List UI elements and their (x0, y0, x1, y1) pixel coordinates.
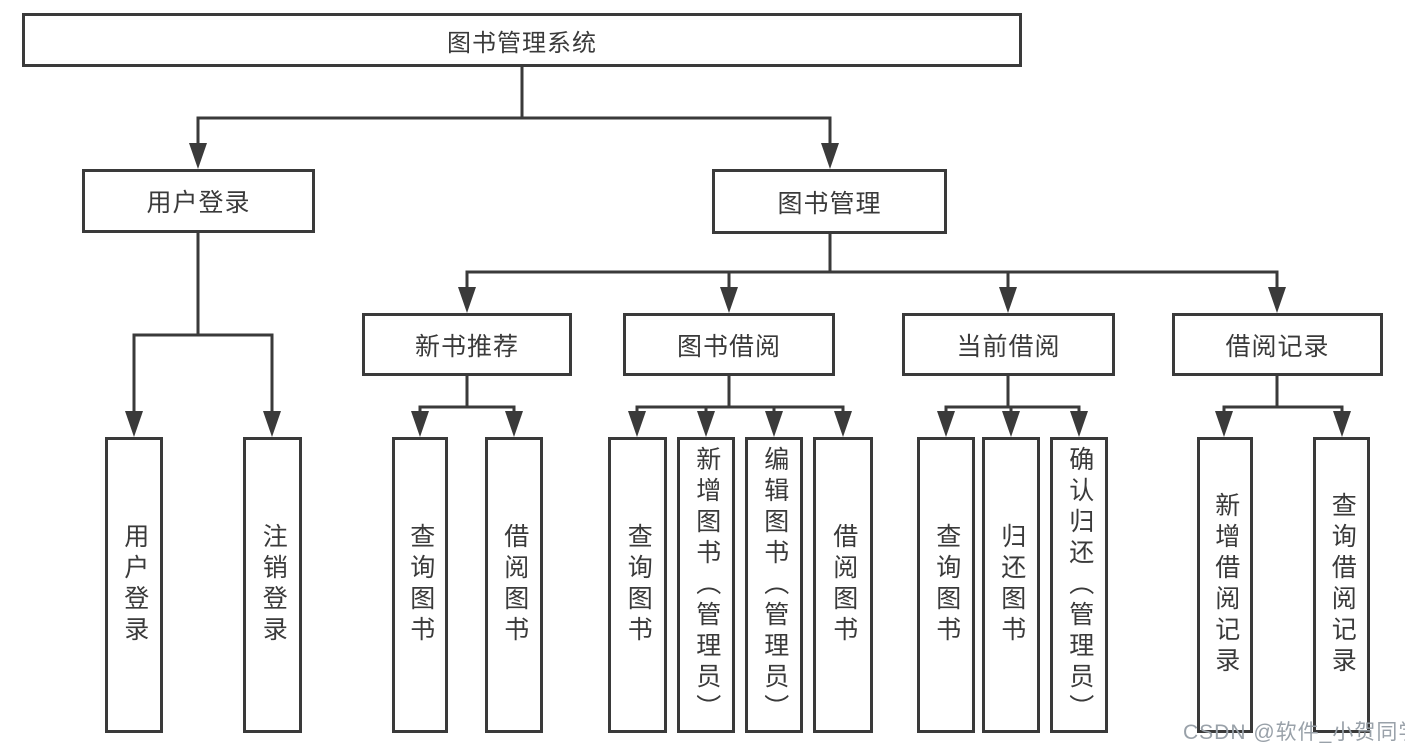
leaf-add-book-admin-label: 新增图书（管理员） (692, 445, 721, 725)
leaf-query-borrow-record-label: 查询借阅记录 (1328, 492, 1357, 678)
leaf-query-books-current: 查询图书 (917, 437, 975, 733)
watermark: CSDN @软件_小贺同学 (1183, 721, 1405, 744)
connector-borrow-records-children (1215, 374, 1351, 437)
connector-user-login-children (125, 231, 281, 437)
leaf-user-login-label: 用户登录 (120, 523, 149, 647)
node-root: 图书管理系统 (22, 13, 1022, 67)
leaf-borrow-books: 借阅图书 (813, 437, 873, 733)
node-borrow-records-label: 借阅记录 (1225, 332, 1330, 361)
leaf-add-borrow-record-label: 新增借阅记录 (1211, 492, 1240, 678)
node-borrow-records: 借阅记录 (1172, 313, 1383, 376)
node-book-management-label: 图书管理 (777, 189, 882, 218)
leaf-borrow-books-recommend: 借阅图书 (485, 437, 543, 733)
leaf-edit-book-admin-label: 编辑图书（管理员） (760, 445, 789, 725)
connector-current-borrow-children (937, 374, 1088, 437)
leaf-borrow-books-recommend-label: 借阅图书 (500, 523, 529, 647)
node-book-borrow-label: 图书借阅 (676, 332, 781, 361)
leaf-query-books-current-label: 查询图书 (932, 523, 961, 647)
connector-new-book-children (411, 374, 523, 437)
leaf-user-login: 用户登录 (105, 437, 163, 733)
leaf-query-books-recommend-label: 查询图书 (406, 523, 435, 647)
leaf-query-borrow-record: 查询借阅记录 (1313, 437, 1370, 733)
leaf-logout-login: 注销登录 (243, 437, 302, 733)
leaf-return-book: 归还图书 (982, 437, 1040, 733)
node-user-login-label: 用户登录 (146, 189, 251, 217)
leaf-add-borrow-record: 新增借阅记录 (1197, 437, 1253, 733)
leaf-query-books-recommend: 查询图书 (392, 437, 448, 733)
node-current-borrow-label: 当前借阅 (956, 332, 1061, 361)
node-new-book-recommend-label: 新书推荐 (414, 332, 519, 361)
leaf-confirm-return-admin-label: 确认归还（管理员） (1065, 445, 1094, 725)
node-user-login: 用户登录 (82, 169, 315, 233)
node-current-borrow: 当前借阅 (902, 313, 1115, 376)
leaf-logout-login-label: 注销登录 (259, 523, 288, 647)
node-book-management: 图书管理 (712, 169, 947, 234)
node-book-borrow: 图书借阅 (623, 313, 835, 376)
leaf-borrow-books-label: 借阅图书 (829, 523, 858, 647)
node-new-book-recommend: 新书推荐 (362, 313, 572, 376)
node-root-label: 图书管理系统 (447, 29, 597, 57)
leaf-confirm-return-admin: 确认归还（管理员） (1050, 437, 1108, 733)
leaf-add-book-admin: 新增图书（管理员） (677, 437, 735, 733)
leaf-return-book-label: 归还图书 (997, 523, 1026, 647)
connector-root-to-level1 (189, 65, 839, 169)
leaf-edit-book-admin: 编辑图书（管理员） (745, 437, 803, 733)
leaf-query-books-borrow-label: 查询图书 (624, 523, 653, 647)
connector-book-management-children (458, 232, 1286, 313)
leaf-query-books-borrow: 查询图书 (608, 437, 667, 733)
connector-book-borrow-children (628, 374, 852, 437)
